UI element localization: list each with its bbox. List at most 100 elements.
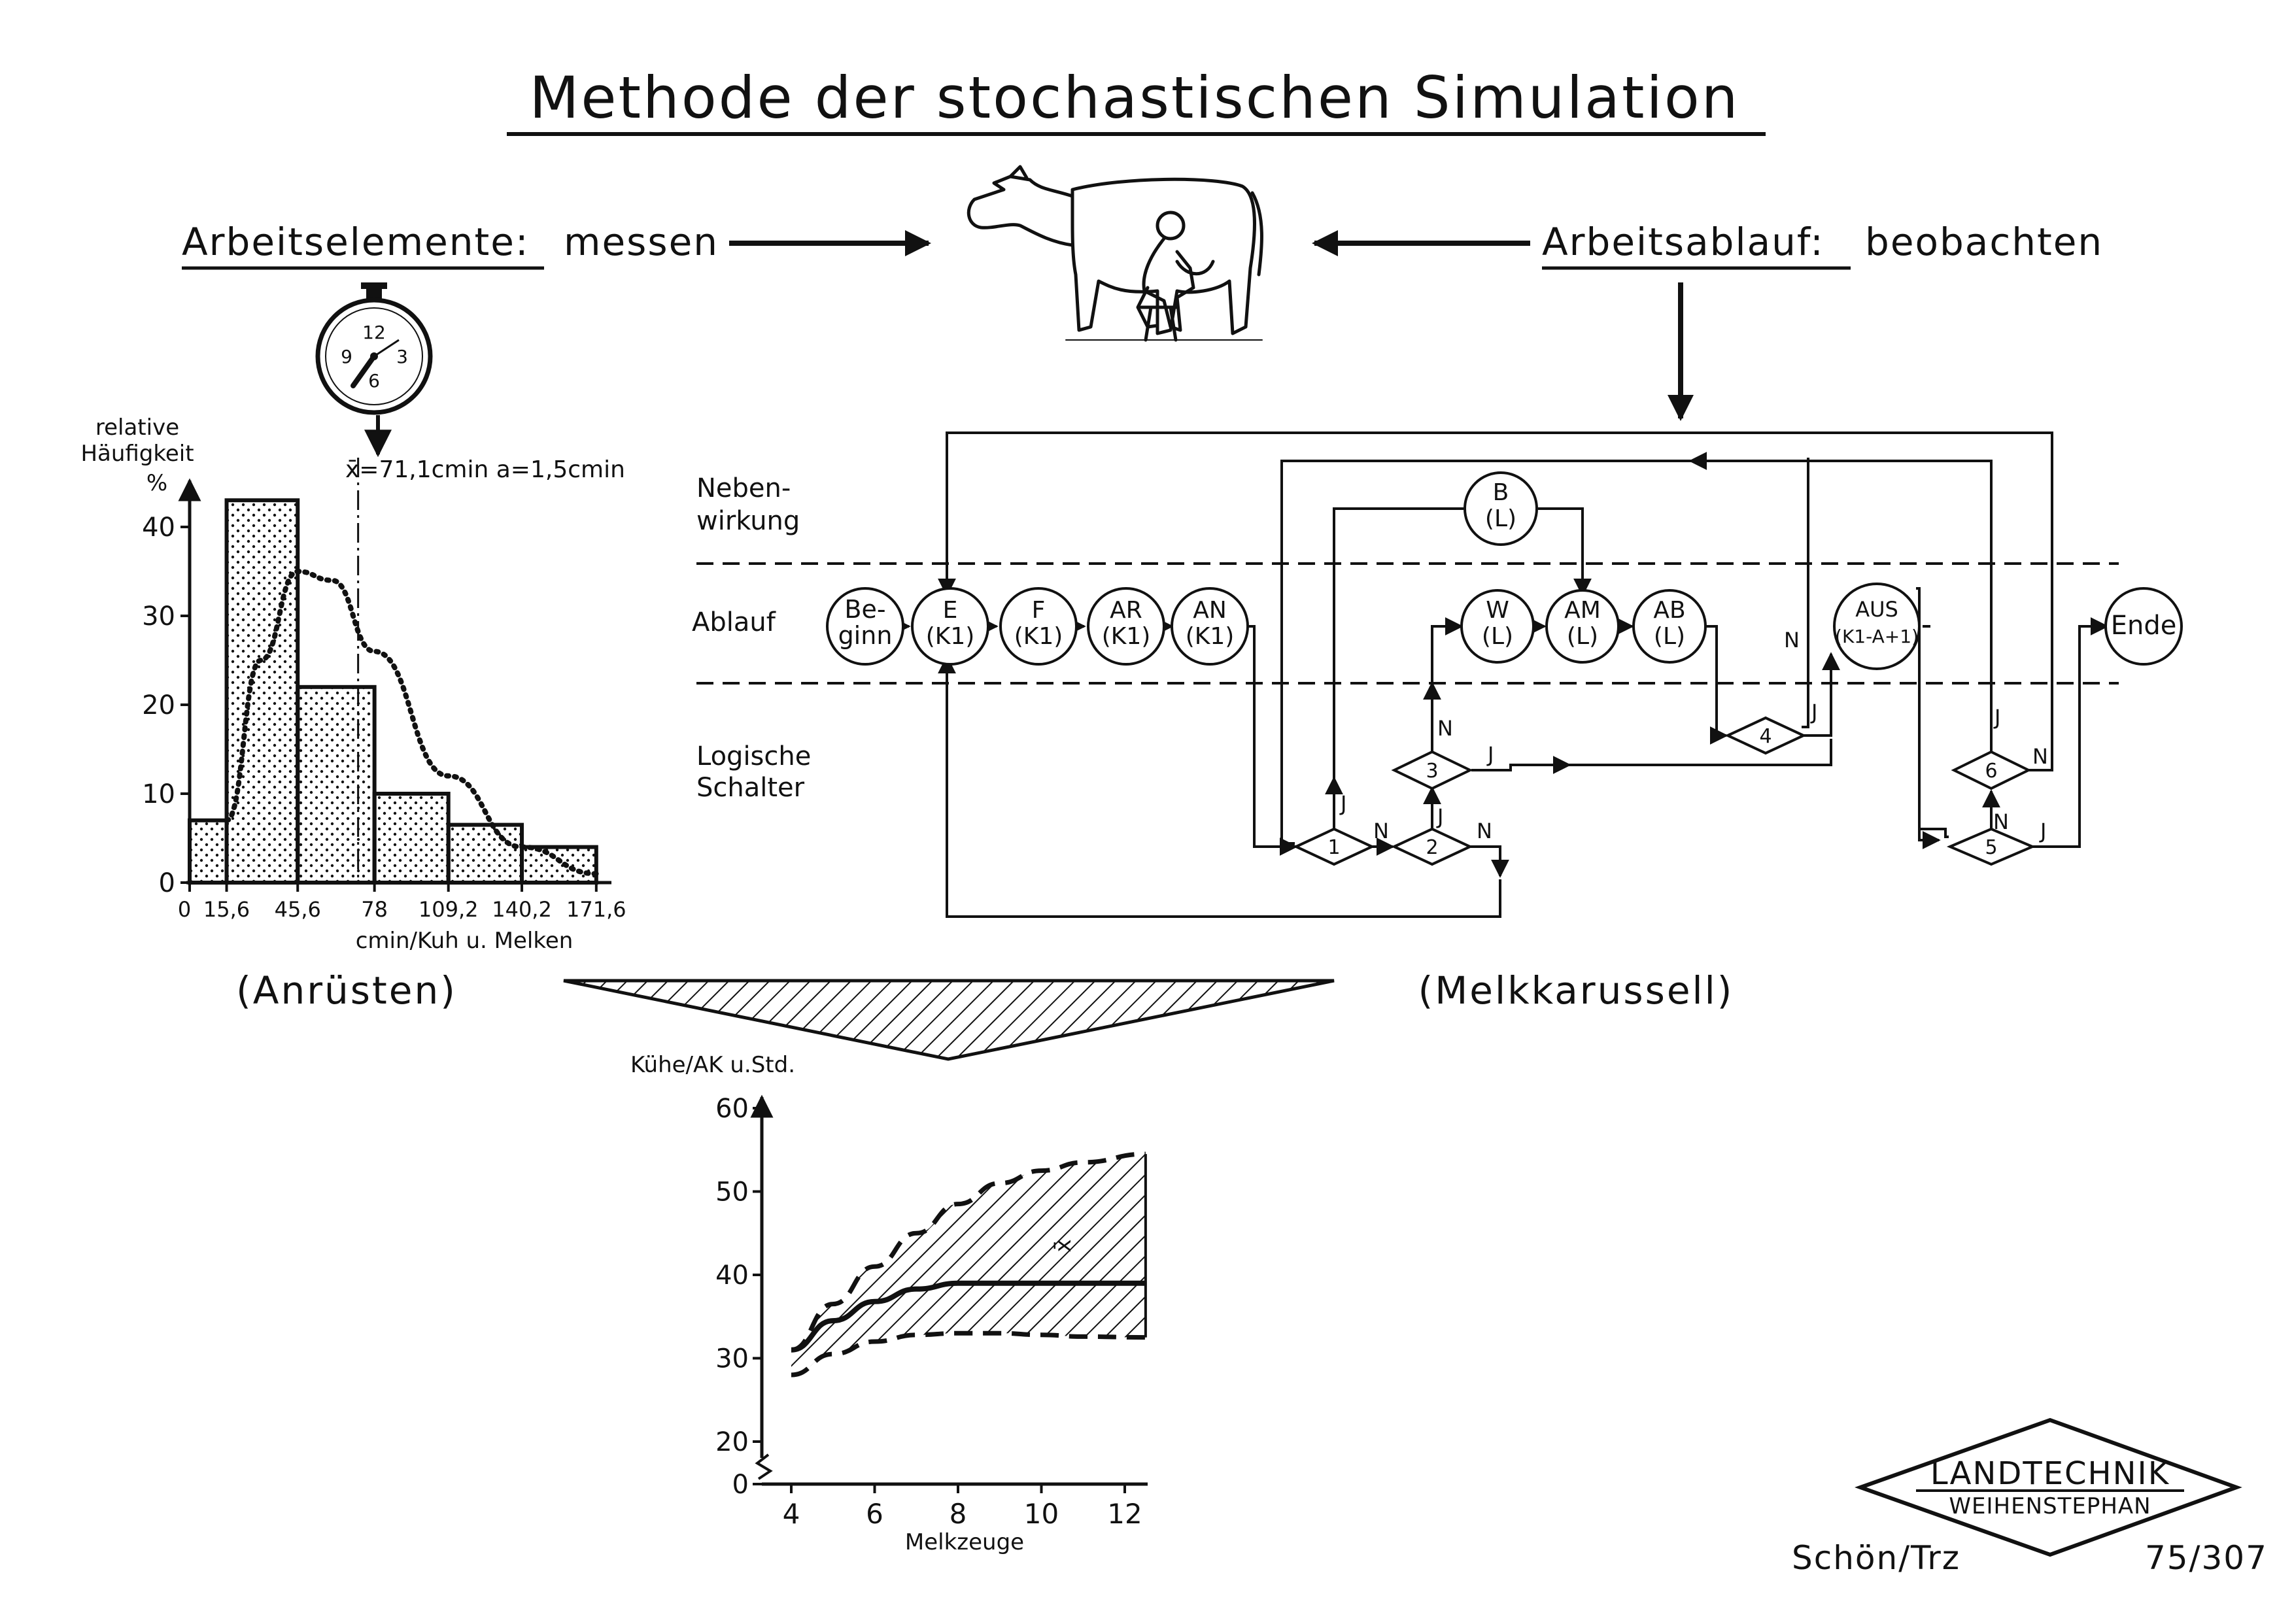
node-f: F (K1) bbox=[999, 587, 1078, 666]
clock-12: 12 bbox=[362, 322, 386, 343]
right-header-action: beobachten bbox=[1865, 220, 2103, 264]
svg-text:(K1): (K1) bbox=[1014, 623, 1063, 650]
svg-text:J: J bbox=[1436, 804, 1443, 829]
result-x-tick-label: 12 bbox=[1107, 1498, 1142, 1530]
histogram-y-tick-label: 30 bbox=[142, 601, 175, 632]
footer-author: Schön/Trz bbox=[1792, 1539, 1960, 1577]
result-mean-label: x̄ bbox=[1050, 1239, 1076, 1252]
result-x-tick-label: 4 bbox=[783, 1498, 800, 1530]
svg-text:Ende: Ende bbox=[2111, 611, 2177, 641]
histogram-bars bbox=[188, 498, 598, 885]
svg-text:AN: AN bbox=[1193, 597, 1227, 624]
node-am: AM (L) bbox=[1545, 589, 1620, 664]
lane-main-label: Ablauf bbox=[692, 607, 776, 637]
svg-text:(L): (L) bbox=[1567, 623, 1598, 650]
histogram-caption: (Anrüsten) bbox=[236, 968, 457, 1013]
result-xlabel: Melkzeuge bbox=[905, 1529, 1024, 1555]
landtechnik-logo: LANDTECHNIK WEIHENSTEPHAN bbox=[1855, 1417, 2242, 1557]
svg-text:3: 3 bbox=[1426, 760, 1438, 783]
histogram-bar bbox=[446, 822, 524, 885]
histogram-y-tick-label: 10 bbox=[142, 779, 175, 809]
histogram-x-tick-label: 45,6 bbox=[275, 897, 321, 922]
node-an: AN (K1) bbox=[1171, 587, 1249, 666]
node-ende: Ende bbox=[2104, 587, 2183, 666]
lane-logic-label-2: Schalter bbox=[696, 773, 805, 803]
histogram-y-tick-label: 20 bbox=[142, 690, 175, 720]
svg-text:N: N bbox=[2032, 744, 2048, 769]
node-ab: AB (L) bbox=[1632, 589, 1707, 664]
svg-text:(K1): (K1) bbox=[1186, 623, 1235, 650]
histogram-fitted-curve bbox=[224, 568, 599, 877]
svg-text:J: J bbox=[1339, 791, 1346, 816]
histogram-x-tick-label: 78 bbox=[361, 897, 388, 922]
node-w: W (L) bbox=[1460, 589, 1535, 664]
histogram-bar bbox=[296, 685, 377, 885]
svg-text:LANDTECHNIK: LANDTECHNIK bbox=[1930, 1455, 2170, 1492]
svg-text:ginn: ginn bbox=[838, 621, 893, 650]
result-y-tick-label: 60 bbox=[715, 1094, 749, 1124]
svg-text:AB: AB bbox=[1653, 597, 1685, 624]
histogram-x-tick-label: 15,6 bbox=[203, 897, 250, 922]
histogram-x-tick-label: 0 bbox=[178, 897, 191, 922]
histogram-x-tick-label: 140,2 bbox=[492, 897, 552, 922]
histogram-ylabel-2: Häufigkeit bbox=[80, 441, 194, 467]
clock-3: 3 bbox=[396, 346, 408, 367]
svg-text:E: E bbox=[943, 597, 958, 624]
svg-text:(L): (L) bbox=[1482, 623, 1513, 650]
result-y-tick-label: 20 bbox=[715, 1427, 749, 1457]
histogram-yunit: % bbox=[146, 470, 167, 496]
result-mean-line bbox=[791, 1280, 1146, 1353]
svg-text:F: F bbox=[1032, 597, 1046, 624]
svg-text:B: B bbox=[1493, 479, 1509, 506]
result-ylabel: Kühe/AK u.Std. bbox=[630, 1052, 795, 1078]
svg-text:N: N bbox=[1373, 819, 1389, 843]
svg-text:J: J bbox=[1486, 742, 1494, 767]
svg-text:J: J bbox=[1993, 705, 2000, 730]
svg-text:5: 5 bbox=[1985, 836, 1997, 859]
result-upper-bound bbox=[791, 1151, 1146, 1353]
svg-text:(L): (L) bbox=[1485, 505, 1516, 532]
svg-text:Be-: Be- bbox=[844, 595, 885, 624]
node-aus: AUS (K1-A+1) bbox=[1833, 583, 1921, 670]
histogram-stats: x̄=71,1cmin a=1,5cmin bbox=[345, 456, 625, 483]
flow-diagram: Neben- wirkung Ablauf Logische Schalter bbox=[692, 282, 2183, 918]
result-x-tick-label: 10 bbox=[1024, 1498, 1059, 1530]
histogram-bar bbox=[224, 498, 300, 885]
switch-3: 3 bbox=[1391, 750, 1473, 790]
svg-text:AUS: AUS bbox=[1855, 597, 1898, 622]
svg-text:N: N bbox=[1993, 809, 2009, 834]
histogram-y-tick-label: 40 bbox=[142, 513, 175, 543]
lane-side-label-1: Neben- bbox=[696, 473, 791, 503]
svg-text:1: 1 bbox=[1327, 836, 1340, 859]
switch-5: 5 bbox=[1946, 827, 2036, 866]
result-x-tick-label: 8 bbox=[950, 1498, 967, 1530]
right-header-label: Arbeitsablauf: bbox=[1542, 220, 1824, 264]
svg-text:J: J bbox=[1810, 700, 1817, 724]
lane-side-label-2: wirkung bbox=[696, 506, 800, 536]
left-header-label: Arbeitselemente: bbox=[182, 220, 530, 264]
svg-text:AM: AM bbox=[1564, 597, 1601, 624]
svg-text:6: 6 bbox=[1985, 760, 1997, 783]
svg-text:WEIHENSTEPHAN: WEIHENSTEPHAN bbox=[1949, 1493, 2151, 1519]
svg-text:N: N bbox=[1477, 819, 1492, 843]
svg-text:(L): (L) bbox=[1654, 623, 1685, 650]
result-range-band bbox=[791, 1154, 1146, 1375]
result-x-tick-label: 6 bbox=[866, 1498, 883, 1530]
result-y-tick-label: 0 bbox=[732, 1470, 749, 1500]
axis-break-icon bbox=[755, 1453, 773, 1480]
histogram-bar bbox=[372, 792, 451, 885]
flow-connections bbox=[892, 431, 2109, 918]
svg-text:W: W bbox=[1486, 597, 1509, 624]
cow-milker-illustration bbox=[967, 165, 1263, 342]
histogram-chart: relative Häufigkeit % x̄=71,1cmin a=1,5c… bbox=[80, 414, 626, 954]
histogram-x-tick-label: 109,2 bbox=[419, 897, 479, 922]
result-y-tick-label: 40 bbox=[715, 1260, 749, 1291]
svg-text:N: N bbox=[1784, 628, 1800, 652]
stopwatch-icon: 12 3 6 9 bbox=[315, 282, 433, 415]
svg-text:2: 2 bbox=[1426, 836, 1438, 859]
svg-text:4: 4 bbox=[1759, 725, 1772, 748]
svg-text:J: J bbox=[2039, 819, 2046, 843]
left-header-action: messen bbox=[564, 220, 719, 264]
